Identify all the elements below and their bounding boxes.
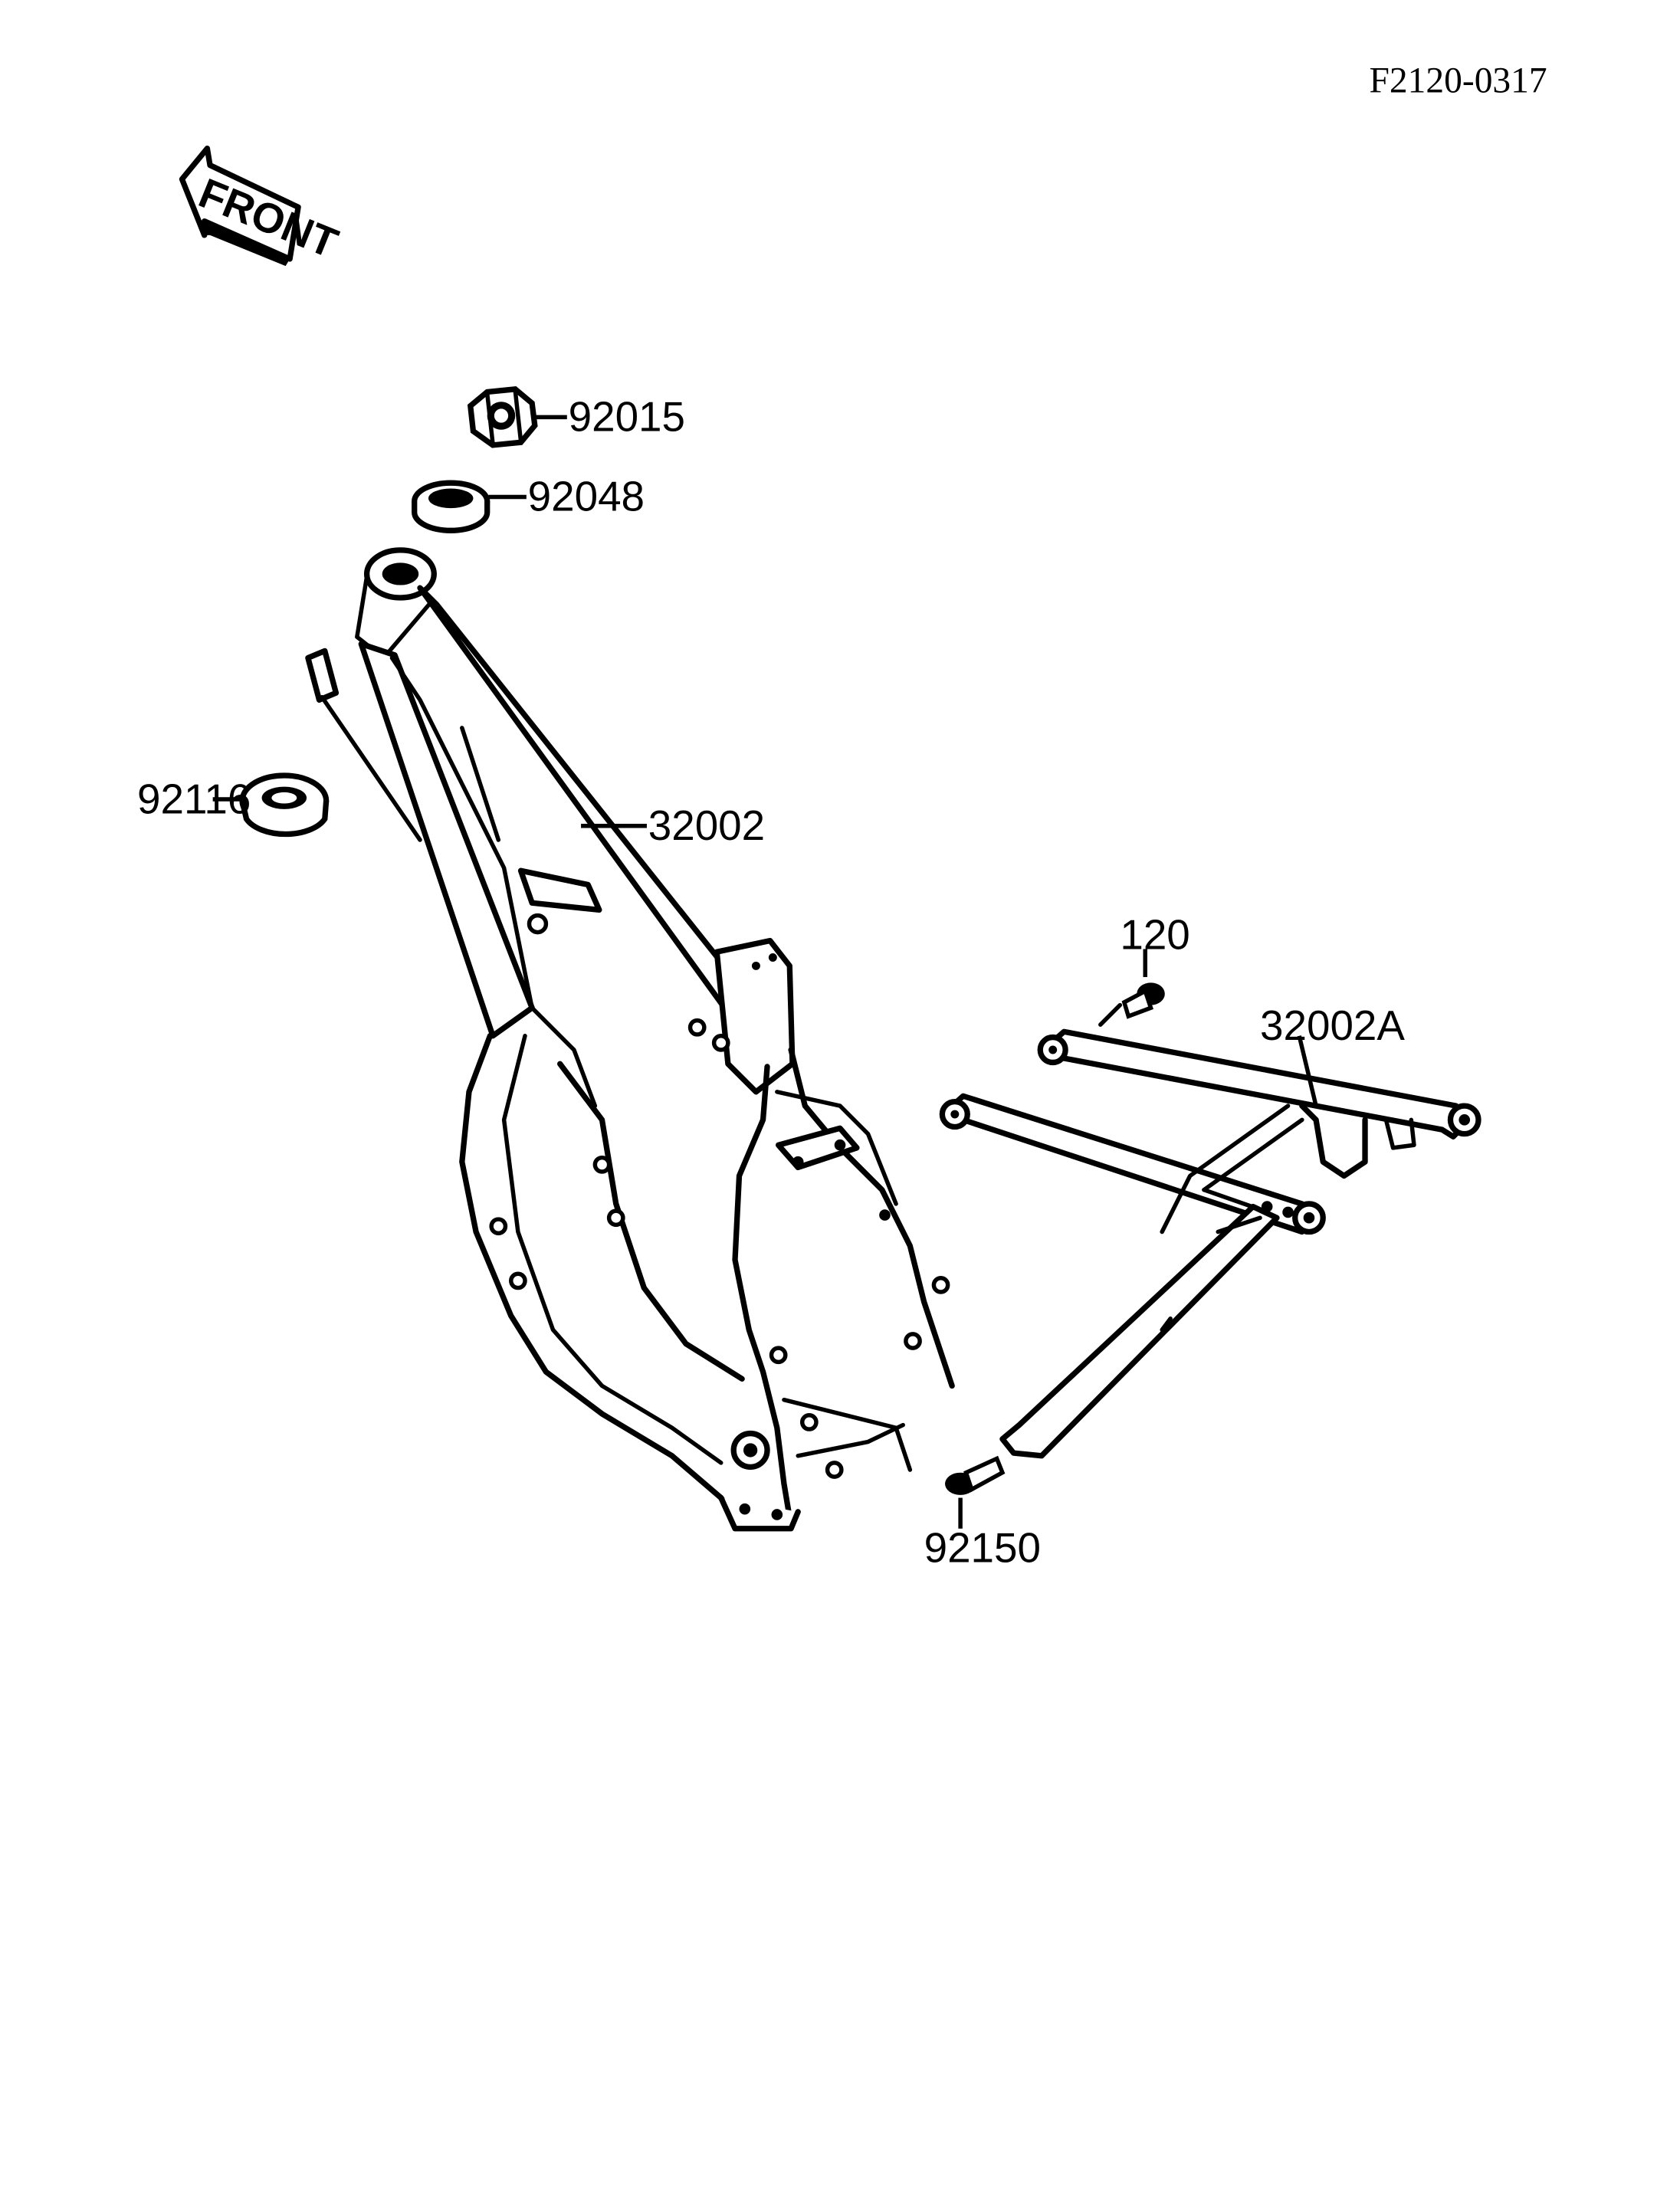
- callout-92048: 92048: [528, 473, 645, 520]
- callout-92116: 92116: [137, 775, 251, 822]
- steering-stem-nut-92015: [467, 386, 538, 448]
- main-frame-32002: [305, 547, 955, 1532]
- bearing-seal-92048: [412, 480, 491, 533]
- bolt-120: [1098, 982, 1165, 1027]
- callout-32002: 32002: [648, 802, 765, 849]
- bolt-92150: [945, 1455, 1006, 1495]
- reference-code: F2120-0317: [1370, 61, 1547, 101]
- leader-32002A: [1297, 1035, 1318, 1107]
- callout-92015: 92015: [569, 393, 685, 441]
- callout-92150: 92150: [924, 1524, 1041, 1572]
- callout-120: 120: [1120, 911, 1189, 959]
- callout-32002A: 32002A: [1260, 1002, 1405, 1049]
- bearing-92116: [239, 772, 330, 838]
- front-arrow-icon: FRONT: [179, 145, 344, 267]
- rear-subframe-32002A: [939, 1028, 1481, 1459]
